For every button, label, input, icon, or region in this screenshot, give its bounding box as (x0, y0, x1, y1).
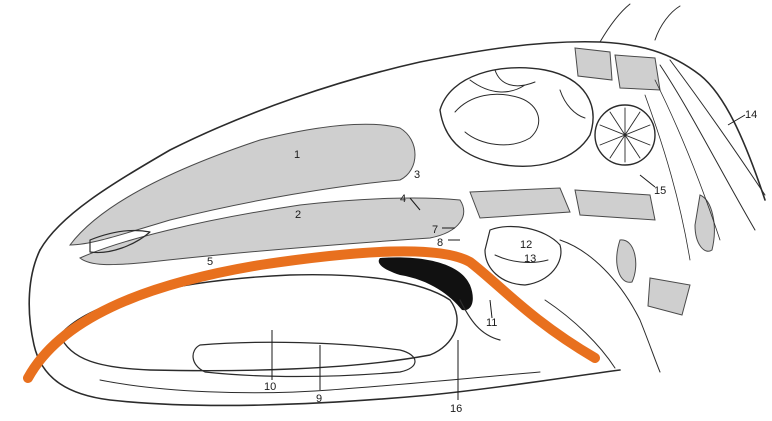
overlay-curve (28, 251, 595, 378)
label-9: 9 (316, 393, 322, 405)
label-3: 3 (414, 169, 420, 181)
skull-base (470, 48, 714, 315)
label-10: 10 (264, 381, 276, 393)
label-8: 8 (437, 237, 443, 249)
label-5: 5 (207, 256, 213, 268)
label-7: 7 (432, 224, 438, 236)
label-1: 1 (294, 149, 300, 161)
label-14: 14 (745, 109, 757, 121)
label-2: 2 (295, 209, 301, 221)
label-13: 13 (524, 253, 536, 265)
label-12: 12 (520, 239, 532, 251)
label-16: 16 (450, 403, 462, 415)
label-15: 15 (654, 185, 666, 197)
label-4: 4 (400, 193, 406, 205)
label-11: 11 (486, 317, 497, 329)
